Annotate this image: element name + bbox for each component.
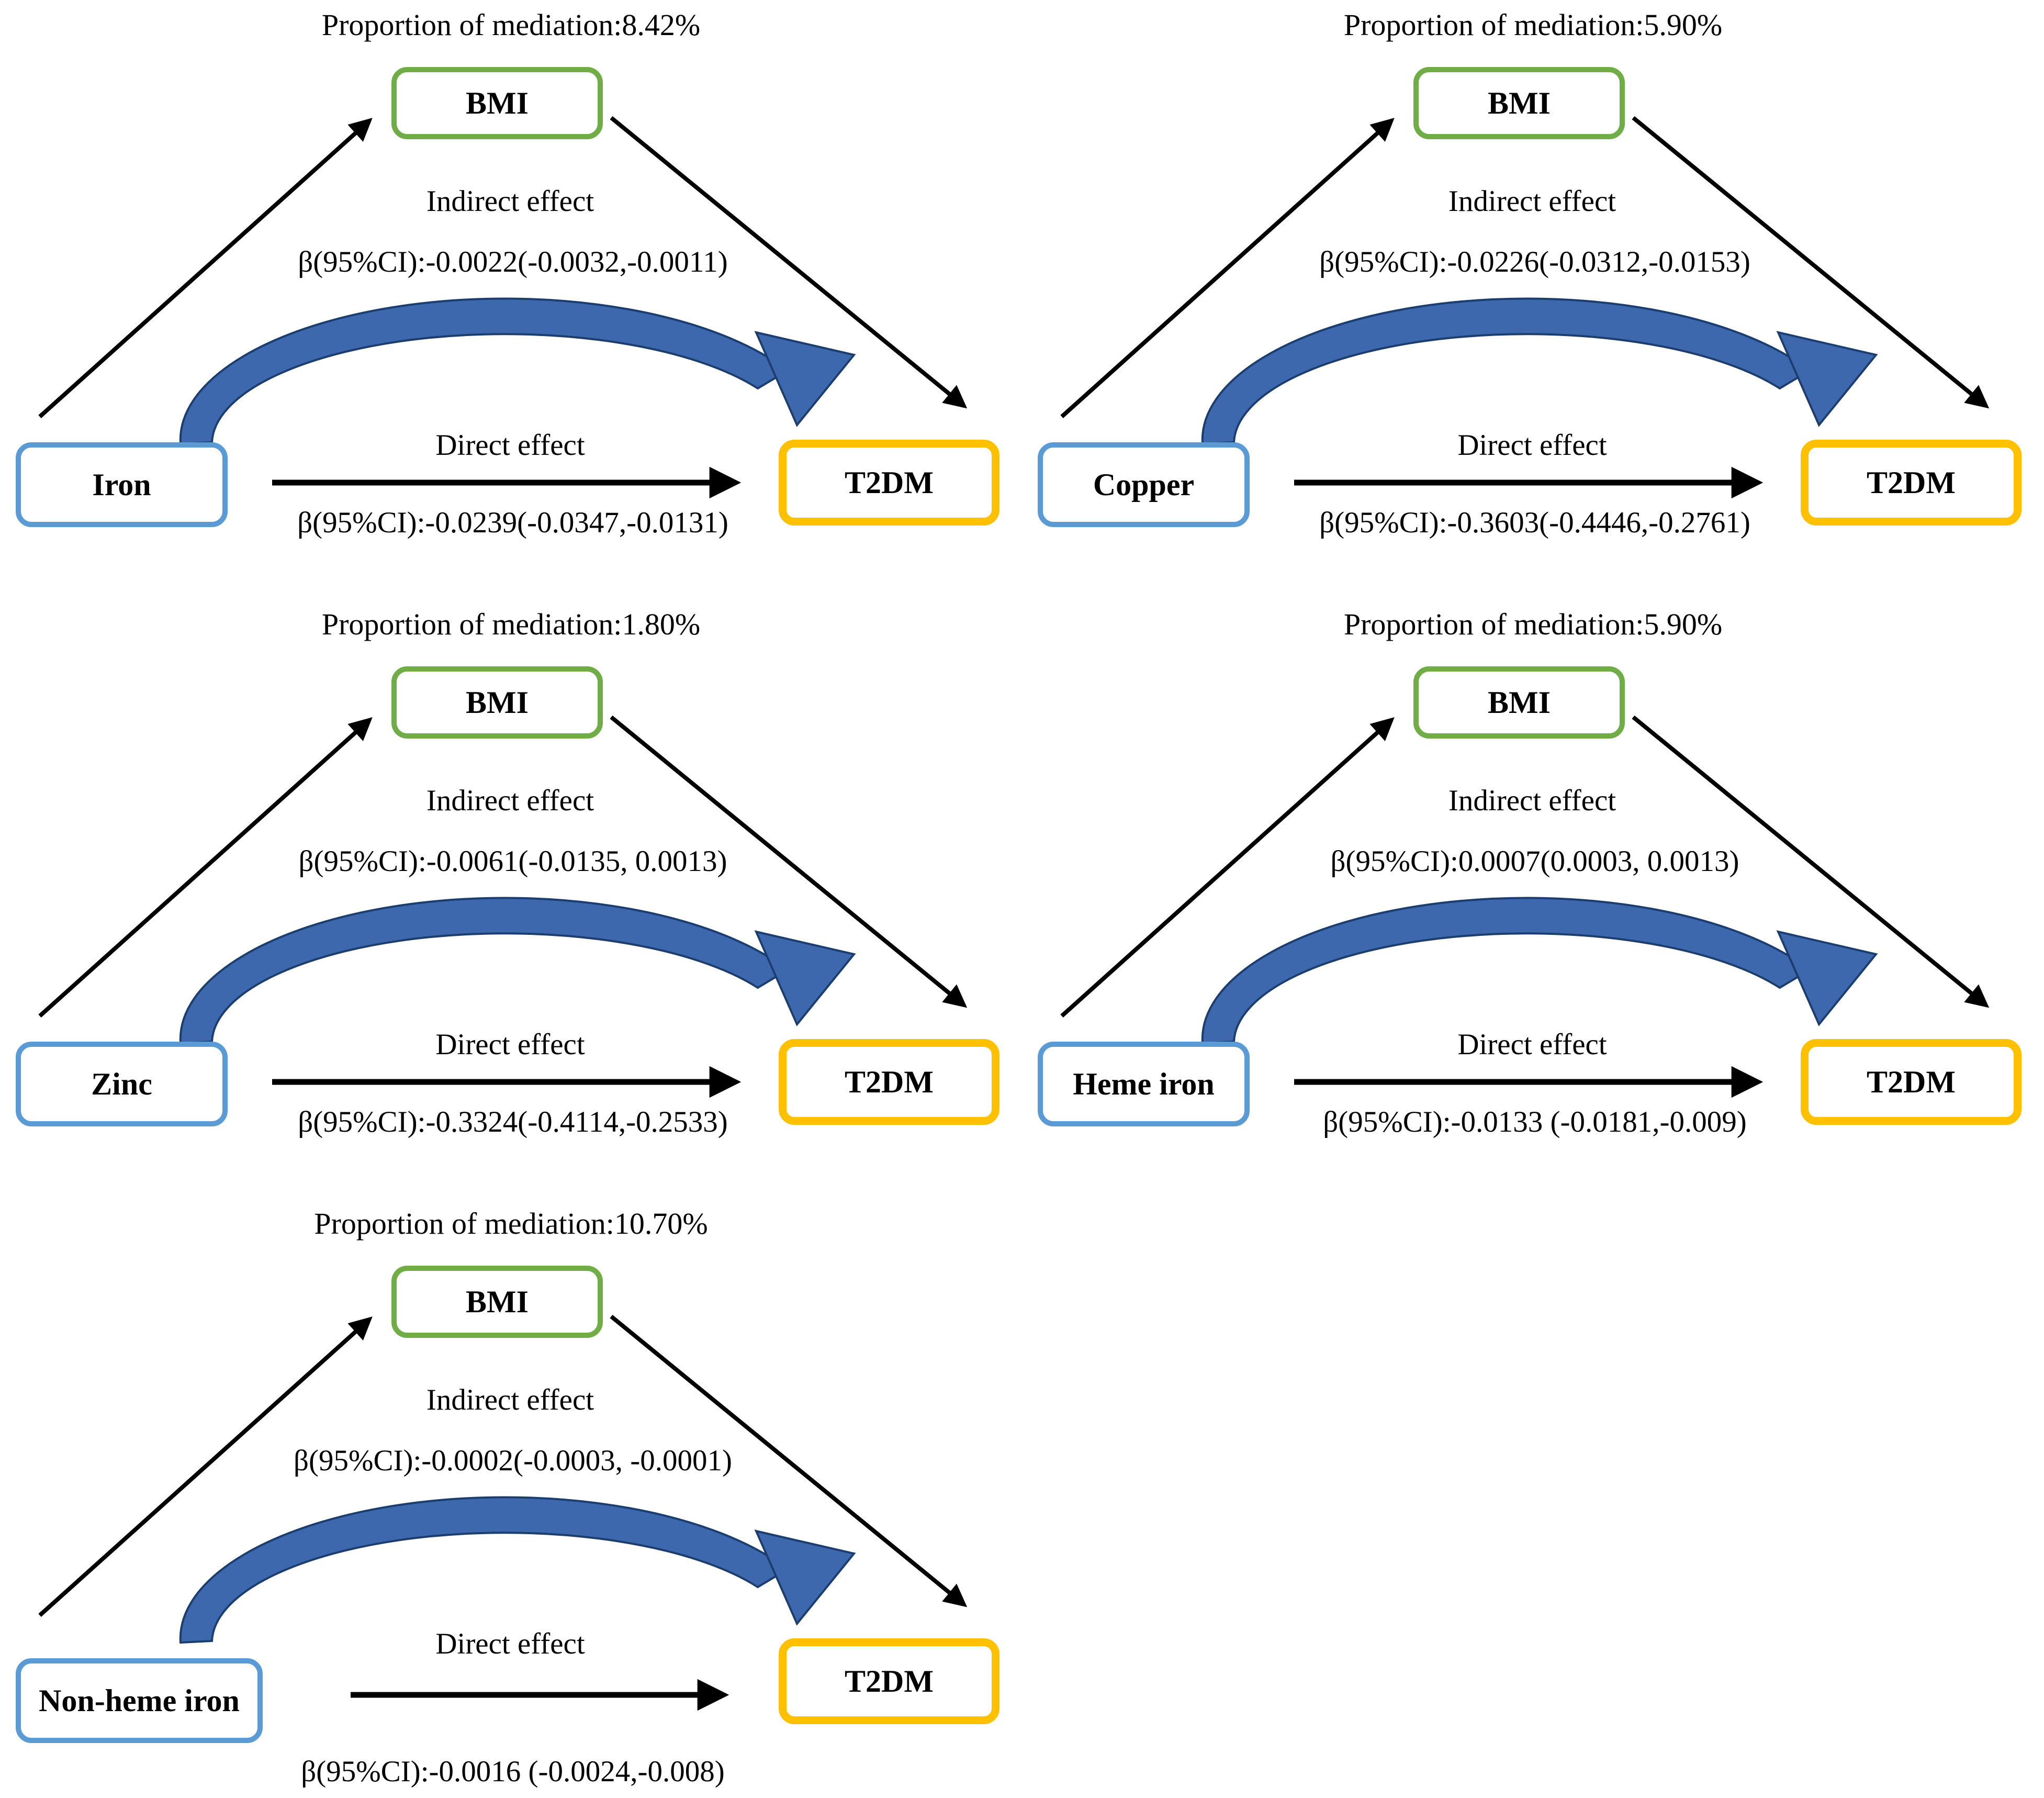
mediator-to-outcome-arrow [1632, 116, 1990, 409]
exposure-box: Zinc [16, 1042, 228, 1126]
arrow-layer [1060, 116, 1990, 499]
proportion-of-mediation-text: Proportion of mediation:5.90% [1343, 8, 1723, 42]
outcome-box: T2DM [1801, 440, 2021, 526]
mediated-effect-curve-arrow [179, 1496, 790, 1644]
exposure-box: Copper [1038, 442, 1250, 527]
indirect-effect-value: β(95%CI):-0.0022(-0.0032,-0.0011) [298, 245, 728, 278]
mediator-label: BMI [466, 85, 529, 120]
indirect-effect-label: Indirect effect [1448, 185, 1616, 218]
indirect-effect-label: Indirect effect [426, 784, 594, 817]
diagram-cell-5: Proportion of mediation:10.70% BMI Indir… [0, 1199, 1022, 1798]
curve-arrowhead [754, 1529, 856, 1626]
direct-effect-label: Direct effect [1457, 429, 1607, 462]
mediated-effect-curve-arrow [179, 897, 790, 1045]
proportion-of-mediation-text: Proportion of mediation:8.42% [321, 8, 701, 42]
indirect-effect-value: β(95%CI):-0.0061(-0.0135, 0.0013) [298, 845, 727, 878]
curve-arrowhead [754, 930, 856, 1026]
mediator-box: BMI [391, 1266, 603, 1338]
exposure-label: Zinc [91, 1066, 152, 1101]
exposure-label: Iron [92, 467, 151, 502]
exposure-label: Copper [1093, 467, 1195, 502]
direct-effect-label: Direct effect [435, 1627, 585, 1660]
mediator-to-outcome-arrow [1632, 715, 1990, 1008]
mediated-effect-curve-arrow [179, 297, 790, 445]
outcome-box: T2DM [779, 1039, 999, 1125]
arrow-layer [38, 116, 968, 499]
proportion-of-mediation-text: Proportion of mediation:10.70% [314, 1207, 708, 1241]
direct-effect-value: β(95%CI):-0.3603(-0.4446,-0.2761) [1319, 506, 1750, 539]
mediator-box: BMI [1413, 67, 1625, 139]
exposure-to-mediator-arrow [1060, 118, 1395, 418]
exposure-label: Non-heme iron [39, 1683, 240, 1718]
direct-effect-value: β(95%CI):-0.0016 (-0.0024,-0.008) [301, 1755, 725, 1788]
mediator-to-outcome-arrow [610, 715, 968, 1008]
proportion-of-mediation-text: Proportion of mediation:5.90% [1343, 607, 1723, 641]
outcome-box: T2DM [779, 1638, 999, 1724]
exposure-box: Heme iron [1038, 1042, 1250, 1126]
direct-effect-value: β(95%CI):-0.0239(-0.0347,-0.0131) [297, 506, 728, 539]
exposure-to-mediator-arrow [38, 717, 373, 1018]
outcome-label: T2DM [845, 1064, 934, 1099]
outcome-label: T2DM [1867, 1064, 1956, 1099]
indirect-effect-value: β(95%CI):-0.0226(-0.0312,-0.0153) [1319, 245, 1750, 278]
mediator-label: BMI [466, 1284, 529, 1319]
indirect-effect-label: Indirect effect [426, 185, 594, 218]
curve-arrowhead [1776, 331, 1878, 427]
outcome-box: T2DM [779, 440, 999, 526]
curve-arrowhead [1776, 930, 1878, 1026]
direct-effect-label: Direct effect [435, 429, 585, 462]
diagram-cell-1: Proportion of mediation:8.42% BMI Indire… [0, 0, 1022, 599]
exposure-to-mediator-arrow [1060, 717, 1395, 1018]
diagram-cell-2: Proportion of mediation:5.90% BMI Indire… [1022, 0, 2044, 599]
outcome-label: T2DM [1867, 465, 1956, 500]
outcome-label: T2DM [845, 465, 934, 500]
indirect-effect-label: Indirect effect [426, 1383, 594, 1416]
mediator-to-outcome-arrow [610, 1314, 968, 1607]
outcome-label: T2DM [845, 1663, 934, 1699]
mediator-label: BMI [1488, 85, 1551, 120]
indirect-effect-label: Indirect effect [1448, 784, 1616, 817]
exposure-label: Heme iron [1073, 1066, 1215, 1101]
mediator-label: BMI [466, 685, 529, 720]
mediator-label: BMI [1488, 685, 1551, 720]
curve-arrowhead [754, 331, 856, 427]
arrow-layer [1060, 715, 1990, 1098]
outcome-box: T2DM [1801, 1039, 2021, 1125]
mediated-effect-curve-arrow [1201, 297, 1812, 445]
direct-effect-label: Direct effect [435, 1028, 585, 1061]
mediator-to-outcome-arrow [610, 116, 968, 409]
mediator-box: BMI [391, 666, 603, 739]
proportion-of-mediation-text: Proportion of mediation:1.80% [321, 607, 701, 641]
mediator-box: BMI [1413, 666, 1625, 739]
exposure-box: Iron [16, 442, 228, 527]
direct-effect-value: β(95%CI):-0.0133 (-0.0181,-0.009) [1323, 1105, 1747, 1138]
exposure-box: Non-heme iron [16, 1658, 263, 1743]
indirect-effect-value: β(95%CI):0.0007(0.0003, 0.0013) [1330, 845, 1739, 878]
indirect-effect-value: β(95%CI):-0.0002(-0.0003, -0.0001) [294, 1444, 732, 1477]
arrow-layer [38, 1314, 968, 1711]
exposure-to-mediator-arrow [38, 1316, 373, 1617]
mediator-box: BMI [391, 67, 603, 139]
mediated-effect-curve-arrow [1201, 897, 1812, 1045]
direct-effect-label: Direct effect [1457, 1028, 1607, 1061]
diagram-cell-4: Proportion of mediation:5.90% BMI Indire… [1022, 599, 2044, 1199]
arrow-layer [38, 715, 968, 1098]
diagram-cell-3: Proportion of mediation:1.80% BMI Indire… [0, 599, 1022, 1199]
direct-effect-value: β(95%CI):-0.3324(-0.4114,-0.2533) [298, 1105, 728, 1138]
exposure-to-mediator-arrow [38, 118, 373, 418]
